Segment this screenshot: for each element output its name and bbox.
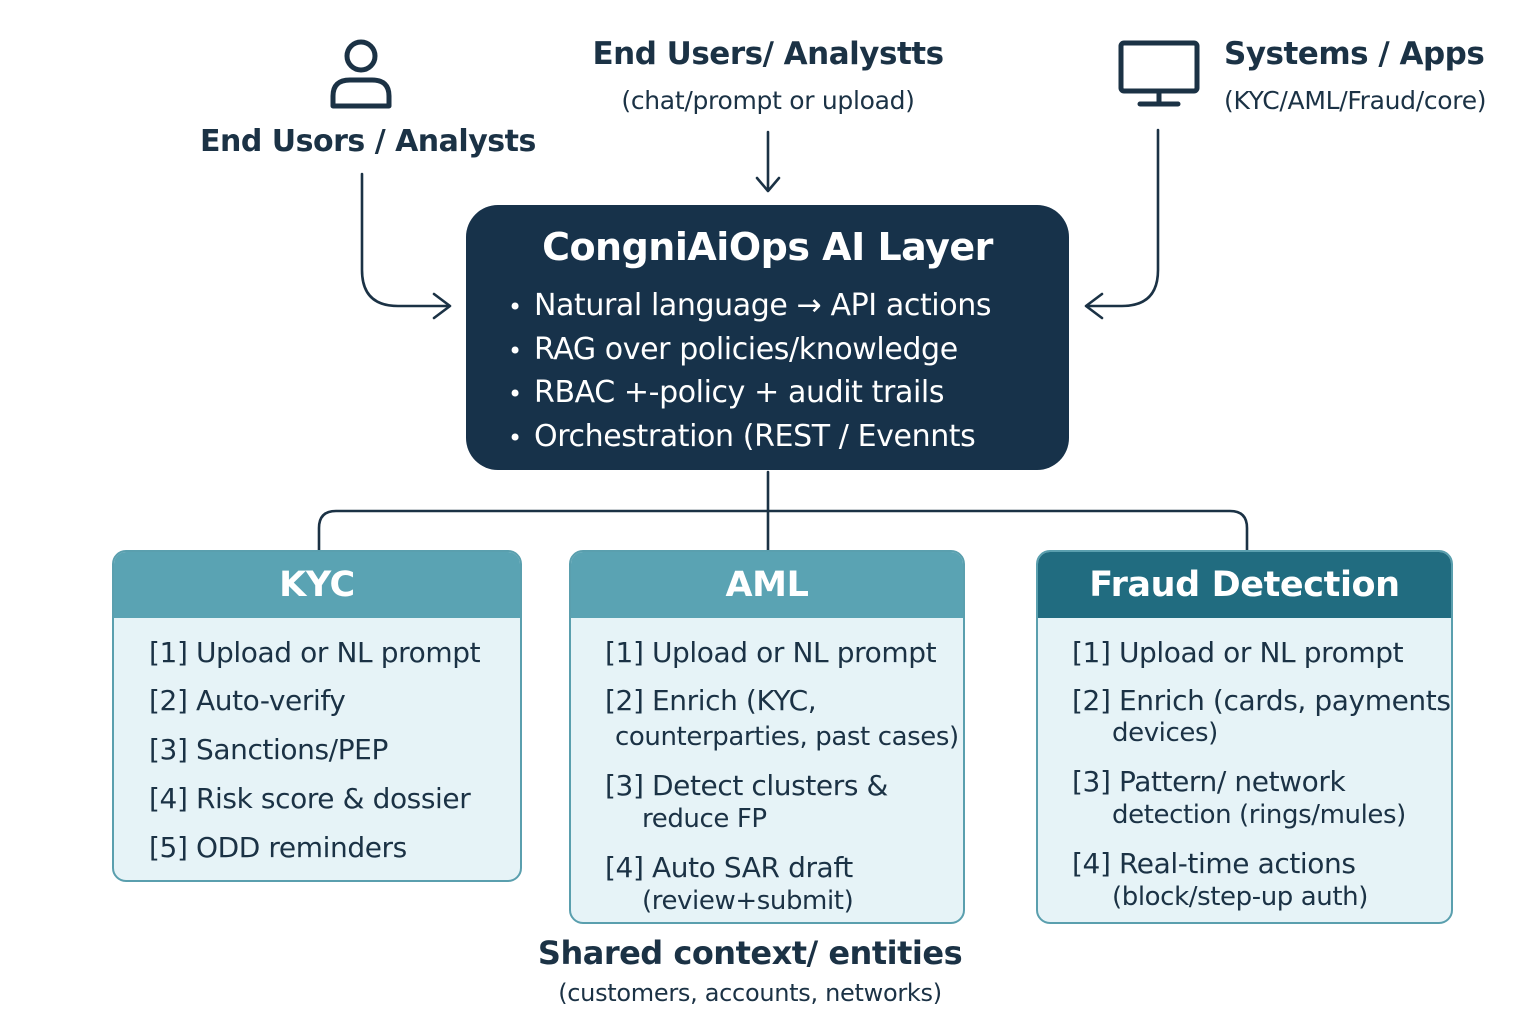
core-item: •Orchestration (REST / Evennts [508,416,991,460]
fraud-step-continued: detection (rings/mules) [1112,800,1406,830]
kyc-step: [2] Auto-verify [149,684,346,717]
core-title: CongniAiOps AI Layer [542,225,993,269]
aml-step-continued: counterparties, past cases) [615,722,959,752]
right-source-subtitle: (KYC/AML/Fraud/core) [1224,86,1487,115]
monitor-icon [1118,40,1200,110]
fraud-step: [3] Pattern/ network [1072,765,1346,798]
bullet: • [508,380,522,408]
kyc-step: [5] ODD reminders [149,831,407,864]
left-source-title: End Usors / Analysts [200,124,536,159]
right-source-title: Systems / Apps [1224,36,1485,72]
fraud-step-continued: devices) [1112,718,1218,748]
core-capability-list: •Natural language → API actions •RAG ove… [508,285,991,459]
fraud-card-title: Fraud Detection [1038,552,1451,618]
fraud-module-card: Fraud Detection [1] Upload or NL prompt … [1036,550,1453,924]
center-source-subtitle: (chat/prompt or upload) [621,86,915,115]
core-item: •RAG over policies/knowledge [508,329,991,373]
aml-step-continued: reduce FP [642,804,767,834]
core-ai-layer: CongniAiOps AI Layer •Natural language →… [466,205,1069,470]
fraud-step: [4] Real-time actions [1072,847,1356,880]
aml-step: [1] Upload or NL prompt [605,636,937,669]
bullet: • [508,336,522,365]
fraud-step: [1] Upload or NL prompt [1072,636,1404,669]
user-icon [328,38,394,110]
kyc-module-card: KYC [1] Upload or NL prompt [2] Auto-ver… [112,550,522,882]
aml-step: [4] Auto SAR draft [605,851,853,884]
aml-step: [2] Enrich (KYC, [605,684,817,717]
shared-context-subtitle: (customers, accounts, networks) [558,979,942,1007]
bullet: • [508,293,522,321]
bullet: • [508,423,522,452]
aml-card-title: AML [571,552,963,618]
core-item: •RBAC +-policy + audit trails [508,372,991,416]
aml-step: [3] Detect clusters & [605,769,888,802]
kyc-step: [3] Sanctions/PEP [149,733,388,766]
aml-step-continued: (review+submit) [642,886,854,916]
fraud-step-continued: (block/step-up auth) [1112,882,1368,912]
kyc-step: [1] Upload or NL prompt [149,636,481,669]
kyc-card-title: KYC [114,552,520,618]
fraud-step: [2] Enrich (cards, payments, [1072,684,1453,717]
core-item: •Natural language → API actions [508,285,991,329]
kyc-step: [4] Risk score & dossier [149,782,471,815]
center-source-title: End Users/ Analystts [592,36,944,72]
shared-context-title: Shared context/ entities [537,934,963,972]
aml-module-card: AML [1] Upload or NL prompt [2] Enrich (… [569,550,965,924]
